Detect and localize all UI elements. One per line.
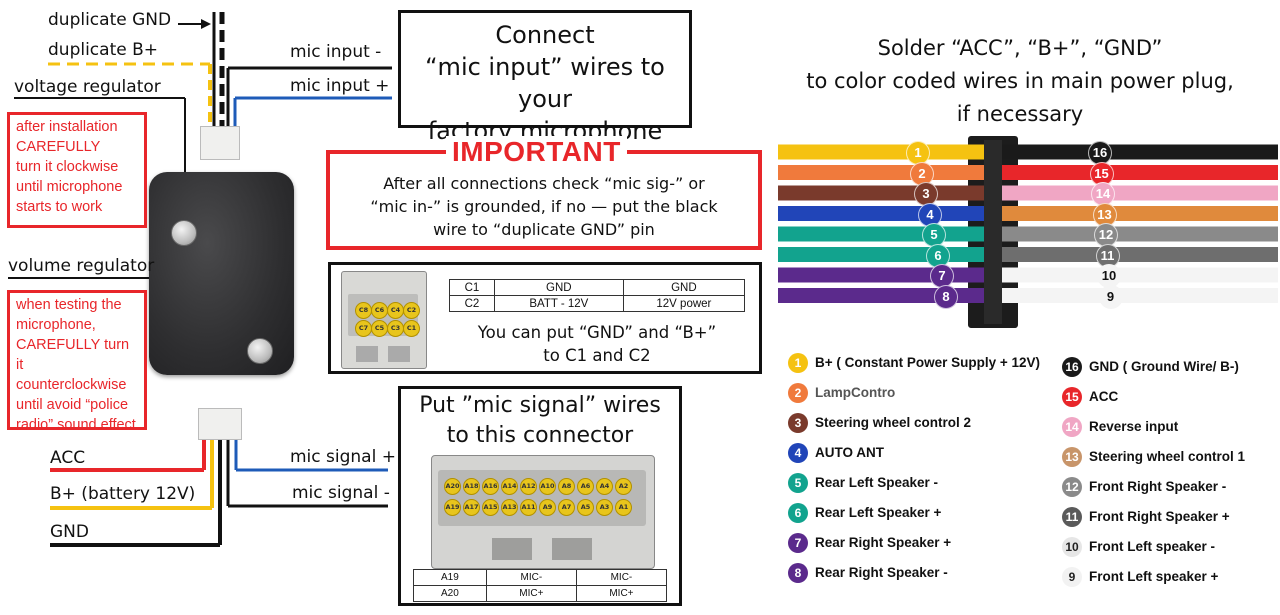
label-duplicate-bplus: duplicate B+	[48, 40, 159, 60]
legend-label-14: Reverse input	[1089, 419, 1179, 434]
important-box: After all connections check “mic sig-” o…	[326, 150, 762, 250]
wire-number-4: 4	[918, 202, 942, 227]
label-mic-signal-minus: mic signal -	[292, 483, 390, 503]
plug-face	[984, 140, 1002, 324]
legend-label-1: B+ ( Constant Power Supply + 12V)	[815, 355, 1041, 370]
top-connector	[200, 126, 240, 160]
legend-label-16: GND ( Ground Wire/ B-)	[1089, 359, 1239, 374]
legend-dot-2: 2	[788, 383, 808, 403]
legend-label-10: Front Left speaker -	[1089, 539, 1216, 554]
note-after-installation: after installation CAREFULLY turn it clo…	[7, 112, 147, 228]
important-title: IMPORTANT	[446, 136, 627, 168]
legend-dot-13: 13	[1062, 447, 1082, 467]
legend-dot-16: 16	[1062, 357, 1082, 377]
label-bplus-battery: B+ (battery 12V)	[50, 484, 196, 504]
wire-number-8: 8	[934, 284, 958, 309]
label-volume-regulator: volume regulator	[8, 256, 155, 276]
wire-number-2: 2	[910, 161, 934, 186]
legend-dot-14: 14	[1062, 417, 1082, 437]
legend-label-9: Front Left speaker +	[1089, 569, 1219, 584]
label-mic-input-plus: mic input +	[290, 76, 390, 96]
bottom-connector	[198, 408, 242, 440]
legend-label-7: Rear Right Speaker +	[815, 535, 952, 550]
legend-label-12: Front Right Speaker -	[1089, 479, 1227, 494]
legend-dot-7: 7	[788, 533, 808, 553]
legend-label-8: Rear Right Speaker -	[815, 565, 948, 580]
legend-dot-15: 15	[1062, 387, 1082, 407]
legend-label-4: AUTO ANT	[815, 445, 884, 460]
legend-dot-8: 8	[788, 563, 808, 583]
signal-box-title: Put ”mic signal” wires to this connector	[419, 393, 661, 448]
legend-label-3: Steering wheel control 2	[815, 415, 972, 430]
legend-label-6: Rear Left Speaker +	[815, 505, 942, 520]
label-gnd: GND	[50, 522, 89, 542]
legend-label-15: ACC	[1089, 389, 1119, 404]
voltage-regulator-knob[interactable]	[171, 220, 197, 246]
legend-dot-3: 3	[788, 413, 808, 433]
legend-label-13: Steering wheel control 1	[1089, 449, 1246, 464]
label-acc: ACC	[50, 448, 86, 468]
legend-label-2: LampContro	[815, 385, 896, 400]
power-plug-wires	[778, 136, 1278, 328]
legend-label-5: Rear Left Speaker -	[815, 475, 939, 490]
wire-number-16: 16	[1088, 141, 1112, 165]
wire-number-12: 12	[1094, 223, 1118, 247]
connect-mic-input-box: Connect “mic input” wires to your factor…	[398, 10, 692, 145]
wire-number-11: 11	[1095, 243, 1120, 268]
label-mic-signal-plus: mic signal +	[290, 447, 396, 467]
label-duplicate-gnd: duplicate GND	[48, 10, 172, 30]
c-connector-caption: You can put “GND” and “B+” to C1 and C2	[477, 323, 717, 365]
wire-number-10: 10	[1097, 264, 1121, 288]
legend-dot-1: 1	[788, 353, 808, 373]
legend-dot-11: 11	[1062, 507, 1082, 527]
wire-number-3: 3	[914, 182, 938, 206]
note-when-testing: when testing the microphone, CAREFULLY t…	[7, 290, 147, 433]
volume-regulator-knob[interactable]	[247, 338, 273, 364]
label-mic-input-minus: mic input -	[290, 42, 382, 62]
wire-number-7: 7	[930, 264, 954, 288]
mic-adapter-device	[149, 172, 294, 375]
legend-dot-12: 12	[1062, 477, 1082, 497]
legend-dot-9: 9	[1062, 567, 1082, 587]
label-voltage-regulator: voltage regulator	[14, 77, 161, 97]
mic-signal-connector-box: Put ”mic signal” wires to this connector…	[398, 386, 682, 606]
c-connector-image: C8 C6 C4 C2 C7 C5 C3 C1	[341, 271, 427, 369]
solder-instructions-title: Solder “ACC”, “B+”, “GND” to color coded…	[806, 36, 1234, 126]
legend-dot-10: 10	[1062, 537, 1082, 557]
a-connector-image: A20 A18 A16 A14 A12 A10 A8 A6 A4 A2 A19 …	[431, 455, 655, 569]
legend-dot-4: 4	[788, 443, 808, 463]
legend-label-11: Front Right Speaker +	[1089, 509, 1230, 524]
wire-number-9: 9	[1098, 284, 1123, 309]
legend-dot-6: 6	[788, 503, 808, 523]
legend-dot-5: 5	[788, 473, 808, 493]
